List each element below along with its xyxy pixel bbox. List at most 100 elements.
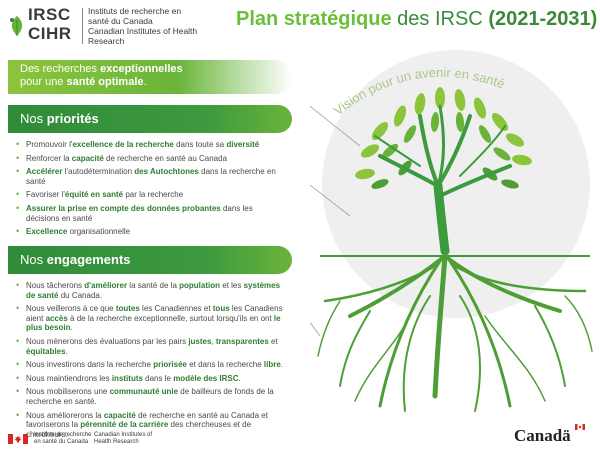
engagement-item: Nous tâcherons d'améliorer la santé de l…: [16, 281, 284, 300]
cihr-logo: IRSC CIHR Instituts de recherche en sant…: [8, 6, 208, 48]
priority-item: Promouvoir l'excellence de la recherche …: [16, 140, 284, 150]
engagement-item: Nous veillerons à ce que toutes les Cana…: [16, 304, 284, 333]
engagements-header-a: Nos: [20, 252, 47, 267]
ei6d: pérennité de la carrière: [80, 420, 169, 430]
ei1h: le plus besoin: [26, 313, 281, 333]
tree-trunk: [374, 104, 512, 256]
footer-name-en: Canadian Institutes of Health Research: [94, 432, 153, 445]
ei2c: ,: [211, 336, 216, 346]
ei2g: .: [65, 346, 68, 356]
priority-item: Accélérer l'autodétermination des Autoch…: [16, 167, 284, 186]
ei3d: libre: [263, 360, 281, 370]
priorities-header-b: priorités: [46, 111, 99, 126]
ei0f: systèmes de santé: [26, 281, 281, 300]
ei4e: .: [238, 373, 241, 383]
ei0d: population: [179, 281, 221, 290]
ei6b: capacité: [103, 410, 136, 420]
priorities-list: Promouvoir l'excellence de la recherche …: [16, 140, 284, 241]
page-title: Plan stratégique des IRSC (2021-2031): [236, 8, 597, 31]
ei2e: et: [268, 336, 278, 346]
pi0d: diversité: [226, 140, 260, 149]
ei5a: Nous mobiliserons une: [26, 387, 110, 397]
vision-line-2: pour une santé optimale.: [20, 76, 280, 89]
logo-irsc-text: IRSC: [28, 5, 71, 24]
ei3b: priorisée: [153, 360, 187, 370]
logo-cihr-text: CIHR: [28, 24, 72, 43]
pi5c: organisationnelle: [67, 227, 131, 237]
ei1f: accès: [45, 313, 68, 323]
engagement-item: Nous mènerons des évaluations par les pa…: [16, 337, 284, 356]
priorities-header: Nos priorités: [8, 105, 292, 133]
ei2b: justes: [188, 336, 212, 346]
pi1c: de recherche en santé au Canada: [103, 153, 228, 163]
pi2e: dans la recherche en santé: [26, 167, 276, 186]
vision-line-2c: .: [143, 76, 147, 88]
ei4b: instituts: [111, 373, 143, 383]
pi2d: des Autochtones: [134, 167, 199, 177]
ei1d: tous: [212, 304, 230, 314]
ei0a: Nous tâcherons: [26, 281, 85, 290]
footer-name-fr: Instituts de recherche en santé du Canad…: [34, 432, 92, 445]
pi3a: Favoriser l': [26, 190, 65, 200]
pi3b: équité en santé: [64, 190, 124, 200]
ei3c: et dans la recherche: [186, 360, 264, 370]
connector-lines: [310, 105, 361, 337]
priority-item: Favoriser l'équité en santé par la reche…: [16, 190, 284, 200]
ei4a: Nous maintiendrons les: [26, 373, 112, 383]
ei4d: modèle des IRSC: [173, 373, 239, 383]
engagements-header: Nos engagements: [8, 246, 292, 274]
engagements-header-b: engagements: [46, 252, 131, 267]
engagement-item: Nous mobiliserons une communauté unie de…: [16, 387, 284, 406]
priority-item: Renforcer la capacité de recherche en sa…: [16, 154, 284, 164]
ei3e: .: [280, 360, 284, 370]
engagement-item: Nous améliorerons la capacité de recherc…: [16, 411, 284, 440]
vision-line-1a: Des recherches: [20, 63, 101, 75]
canada-wordmark: Canadä: [514, 426, 571, 445]
ei1g: à de la recherche exceptionnelle, surtou…: [67, 313, 274, 323]
engagements-list: Nous tâcherons d'améliorer la santé de l…: [16, 281, 284, 443]
ei0c: la santé de la: [127, 281, 180, 290]
ei1i: .: [70, 323, 73, 333]
logo-name-fr: Instituts de recherche en santé du Canad…: [88, 6, 182, 26]
vision-line-2b: santé optimale: [66, 76, 144, 88]
vision-line-1: Des recherches exceptionnelles: [20, 63, 280, 76]
ei2a: Nous mènerons des évaluations par les pa…: [26, 336, 189, 346]
ei5c: de bailleurs de fonds de la recherche en…: [26, 387, 274, 406]
ei4c: dans le: [142, 373, 174, 383]
ei5b: communauté unie: [109, 387, 179, 397]
pi2c: l'autodétermination: [62, 167, 135, 177]
tree-roots: [317, 253, 593, 412]
pi1b: capacité: [71, 153, 104, 163]
ei2f: équitables: [26, 346, 66, 356]
priorities-header-a: Nos: [20, 111, 47, 126]
ei1c: les Canadiennes et: [139, 304, 213, 314]
ei0e: et les: [220, 281, 244, 290]
title-years: (2021-2031): [488, 8, 598, 30]
ei3a: Nous investirons dans la recherche: [26, 360, 154, 370]
ei0b: d'améliorer: [84, 281, 128, 290]
ei6e: des chercheuses et de chercheurs.: [26, 420, 252, 439]
ei6c: de recherche en santé au Canada et favor…: [26, 410, 268, 430]
engagement-item: Nous investirons dans la recherche prior…: [16, 360, 284, 370]
logo-divider: [82, 8, 83, 44]
ei6a: Nous améliorerons la: [26, 410, 104, 420]
priority-item: Excellence organisationnelle: [16, 227, 284, 237]
ei2d: transparentes: [215, 336, 269, 346]
tree-illustration: Vision pour un avenir en santé: [310, 65, 593, 412]
pi4c: dans les décisions en santé: [26, 203, 253, 223]
ei1e: les Canadiens aient: [26, 304, 283, 323]
ei1a: Nous veillerons à ce que: [26, 304, 116, 314]
vision-line-2a: pour une: [20, 76, 67, 88]
tree-canopy: [355, 87, 532, 189]
leaf-logo-icon: [10, 16, 23, 36]
ei0g: du Canada.: [58, 290, 103, 300]
pi2b: Accélérer: [26, 167, 63, 177]
engagement-item: Nous maintiendrons les instituts dans le…: [16, 374, 284, 384]
pi5b: Excellence: [26, 227, 68, 237]
pi4b: Assurer la prise en compte des données p…: [26, 203, 221, 213]
priority-item: Assurer la prise en compte des données p…: [16, 204, 284, 223]
vision-line-1b: exceptionnelles: [100, 63, 183, 75]
ei1b: toutes: [115, 304, 140, 314]
pi3c: par la recherche: [123, 190, 184, 200]
title-regular: des IRSC: [391, 8, 489, 30]
